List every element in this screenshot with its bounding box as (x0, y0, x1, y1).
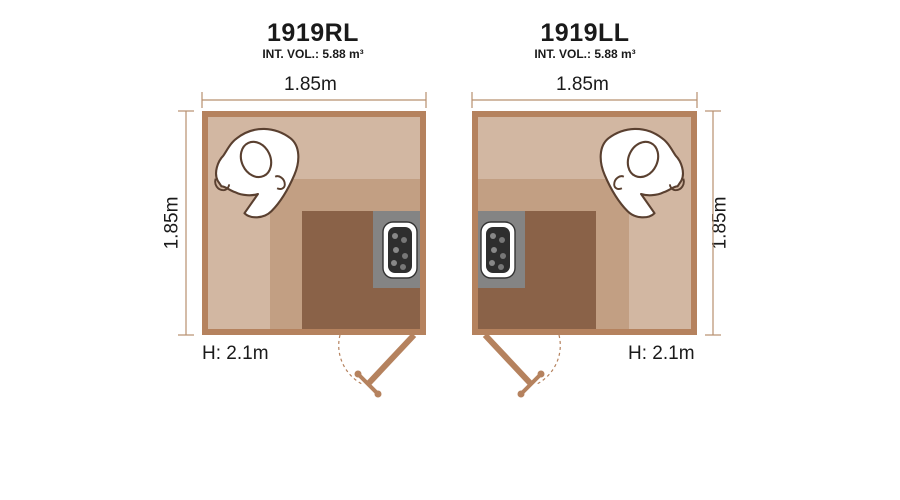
model-name-right: 1919LL (540, 19, 630, 47)
plan-left (178, 92, 427, 398)
model-volume-left: INT. VOL.: 5.88 m³ (262, 47, 364, 61)
height-label-left: H: 2.1m (202, 343, 269, 364)
door-icon (338, 332, 417, 398)
plan-header-left: 1919RL INT. VOL.: 5.88 m³ (163, 19, 463, 62)
door-icon (482, 332, 561, 398)
model-name-left: 1919RL (267, 19, 359, 47)
plan-right (471, 92, 721, 398)
sauna-heater-icon (373, 211, 420, 288)
sauna-heater-icon (478, 211, 525, 288)
plan-header-right: 1919LL INT. VOL.: 5.88 m³ (435, 19, 735, 62)
width-label-left: 1.85m (284, 74, 337, 95)
model-volume-right: INT. VOL.: 5.88 m³ (534, 47, 636, 61)
width-label-right: 1.85m (556, 74, 609, 95)
height-label-right: H: 2.1m (628, 343, 695, 364)
